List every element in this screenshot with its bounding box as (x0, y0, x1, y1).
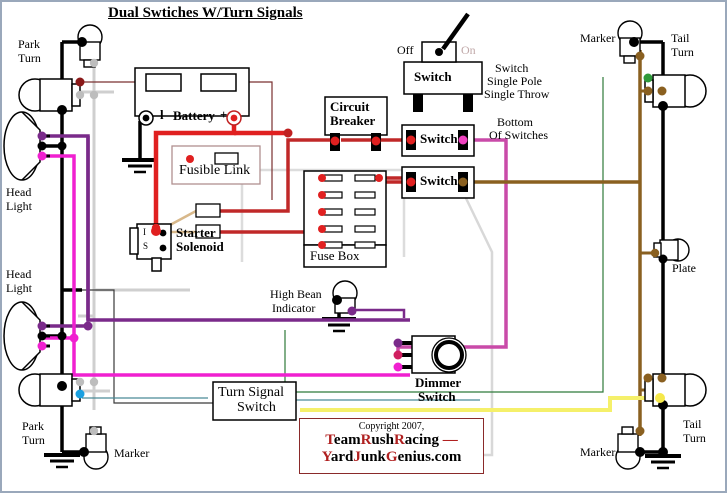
label-head-light-lower-1: Head (6, 267, 32, 281)
label-solenoid-terminal-i: I (143, 227, 146, 237)
label-marker-rear-top: Marker (580, 31, 616, 45)
wire-green-rear (284, 77, 604, 393)
label-starter-solenoid-1: Starter (176, 225, 216, 240)
battery-ground-symbol (122, 158, 158, 174)
label-dimmer-switch-1: Dimmer (415, 375, 462, 390)
label-battery-negative: l (160, 107, 164, 122)
diagram-title: Dual Swtiches W/Turn Signals (108, 5, 303, 21)
label-turn-signal-switch-2: Switch (237, 400, 276, 415)
marker-front-bulb (79, 426, 109, 470)
label-fuse-box: Fuse Box (310, 248, 360, 263)
label-tail-turn-top-2: Turn (671, 45, 694, 59)
label-high-beam-1: High Bean (270, 287, 322, 301)
brown-wire (463, 50, 642, 430)
label-park-turn-lower-1: Park (22, 419, 44, 433)
label-switch-on: On (461, 43, 476, 57)
marker-rear-bottom-bulb (615, 426, 668, 470)
copyright-box: Copyright 2007, TeamRushRacing — YardJun… (299, 418, 484, 474)
copyright-line-2: TeamRushRacing — (325, 432, 458, 448)
label-switch-low: Switch (420, 173, 458, 188)
fuse-box-component (303, 170, 387, 268)
label-dimmer-switch-2: Switch (418, 389, 456, 404)
label-high-beam-2: Indicator (272, 301, 316, 315)
circuit-breaker-component (324, 96, 388, 151)
label-marker-front: Marker (114, 446, 150, 460)
high-beam-indicator-bulb (332, 280, 358, 316)
turn-signal-switch-component (212, 381, 297, 421)
plate-light-bulb (650, 238, 690, 264)
label-switch-top: Switch (414, 69, 452, 84)
purple-wire-hbi (352, 308, 406, 318)
label-circuit-breaker-2: Breaker (330, 113, 376, 128)
gray-wire-fusebox-outline (240, 168, 406, 262)
switch-low-component (401, 166, 475, 199)
label-switch-desc-3: Single Throw (484, 87, 550, 101)
magenta-wire (42, 154, 410, 377)
label-plate: Plate (672, 261, 696, 275)
label-turn-signal-switch-1: Turn Signal (218, 385, 285, 400)
park-turn-lower-bulb (18, 373, 99, 407)
label-park-turn-lower-2: Turn (22, 433, 45, 447)
dimmer-switch-component (393, 335, 467, 374)
park-turn-upper-bulb (77, 24, 103, 68)
wire-park-turn-lower-tss (82, 289, 214, 404)
head-light-upper-bulb (3, 111, 67, 181)
label-switch-off: Off (397, 43, 414, 57)
label-switch-desc-2: Single Pole (487, 74, 543, 88)
label-tail-turn-top-1: Tail (671, 31, 690, 45)
left-ground-symbol (44, 453, 80, 469)
label-switch-desc-1: Switch (495, 61, 529, 75)
label-head-light-upper-2: Light (6, 199, 32, 213)
label-head-light-upper-1: Head (6, 185, 32, 199)
label-starter-solenoid-2: Solenoid (176, 239, 224, 254)
label-switch-mid: Switch (420, 131, 458, 146)
label-head-light-lower-2: Light (6, 281, 32, 295)
label-tail-turn-bottom-2: Turn (683, 431, 706, 445)
tail-turn-top-bulb (643, 73, 707, 111)
label-bottom-of-switches-1: Bottom (497, 115, 534, 129)
junction-dots (151, 128, 293, 236)
marker-rear-top-bulb (617, 20, 645, 64)
label-bottom-of-switches-2: Of Switches (489, 128, 548, 142)
battery-component (134, 67, 250, 126)
copyright-line-1: Copyright 2007, (358, 421, 425, 432)
red-wires-2 (212, 138, 411, 234)
label-fusible-link: Fusible Link (179, 163, 251, 178)
toggle-switch-component (403, 12, 483, 112)
label-tail-turn-bottom-1: Tail (683, 417, 702, 431)
label-park-turn-upper-2: Turn (18, 51, 41, 65)
label-park-turn-upper-1: Park (18, 37, 40, 51)
inline-fuse-links (195, 203, 221, 239)
label-solenoid-terminal-s: S (143, 241, 149, 251)
yellow-wire (300, 396, 665, 412)
switch-mid-component (401, 124, 475, 157)
label-battery: Battery (173, 108, 215, 123)
fusible-link-component (171, 145, 261, 185)
label-circuit-breaker-1: Circuit (330, 99, 370, 114)
park-turn-upper-main-bulb (18, 77, 99, 115)
label-marker-rear-bottom: Marker (580, 445, 616, 459)
copyright-line-3: YardJunkGenius.com (321, 449, 462, 465)
head-light-lower-bulb (3, 301, 93, 371)
label-battery-positive: + (220, 107, 228, 122)
tail-turn-bottom-bulb (643, 373, 707, 410)
